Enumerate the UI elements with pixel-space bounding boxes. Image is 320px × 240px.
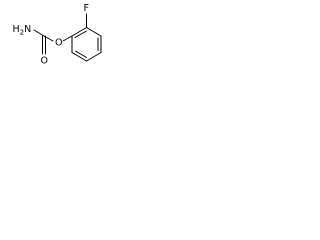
amine-label: H2N [13,24,32,37]
ring-bond [71,27,87,37]
molecule-structure: F O O H2N [13,3,102,67]
ring-bond [86,27,102,37]
bonds [33,13,102,62]
ring-bond [71,52,87,62]
ring-bond [86,52,102,62]
amine-subscript: 2 [20,29,24,37]
amine-rest: N [24,24,31,35]
atom-labels: F O O H2N [13,3,89,67]
ring-oxygen-bond [62,35,73,42]
carbonyl-oxygen-label: O [41,56,48,67]
ring-double-bond [75,50,87,58]
fluorine-label: F [84,3,89,14]
amine-label-text: H [13,24,20,35]
ring-double-bond [74,30,87,38]
carbonyl-nitrogen-bond [33,29,45,37]
ester-oxygen-label: O [55,38,62,49]
